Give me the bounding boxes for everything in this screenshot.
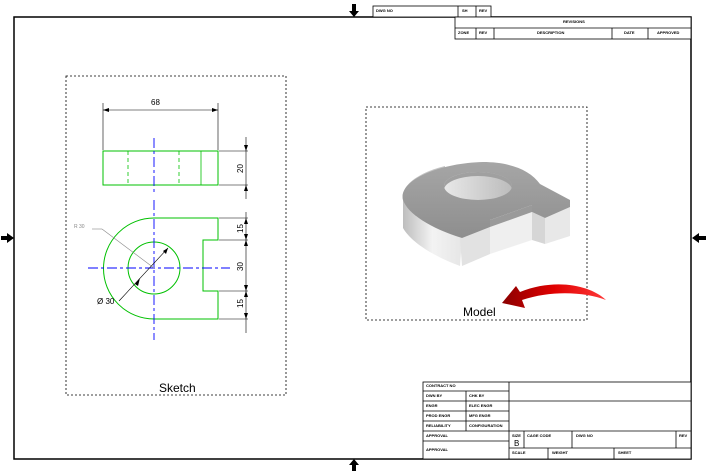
- tb-weight: WEIGHT: [552, 450, 568, 455]
- revisions-col-rev: REV: [479, 30, 488, 35]
- tb-mfg-engr: MFG ENGR: [469, 413, 491, 418]
- tb-contract-no: CONTRACT NO: [426, 383, 456, 388]
- tb-size-value: B: [514, 439, 520, 448]
- title-block: [422, 381, 692, 460]
- model-view-frame: [365, 106, 588, 321]
- tb-sheet: SHEET: [618, 450, 632, 455]
- top-center-arrow-icon: [349, 4, 359, 17]
- header-rev-label: REV: [479, 8, 488, 13]
- dim-30-text: 30: [235, 262, 245, 271]
- header-dwg-no-label: DWG NO: [376, 8, 393, 13]
- dimension-stack-right: [219, 212, 248, 333]
- sketch-view-frame: [65, 75, 287, 396]
- revisions-col-zone: ZONE: [458, 30, 470, 35]
- revisions-col-date: DATE: [624, 30, 635, 35]
- header-sh-label: SH: [462, 8, 468, 13]
- bottom-center-arrow-icon: [349, 459, 359, 471]
- tb-engr: ENGR: [426, 403, 438, 408]
- model-3d-part: [402, 162, 570, 266]
- header-block: [372, 5, 492, 18]
- right-center-arrow-icon: [692, 233, 706, 243]
- sketch-top-view: [102, 138, 219, 195]
- tb-chk-by: CHK BY: [469, 393, 485, 398]
- left-center-arrow-icon: [1, 233, 14, 243]
- dim-68-text: 68: [151, 98, 160, 107]
- tb-prod-engr: PROD ENGR: [426, 413, 451, 418]
- sketch-front-view: [88, 200, 230, 340]
- sketch-label: Sketch: [159, 381, 196, 395]
- revisions-table: [454, 16, 692, 40]
- tb-configuration: CONFIGURATION: [469, 423, 503, 428]
- tb-rev: REV: [679, 433, 688, 438]
- revisions-title: REVISIONS: [563, 19, 585, 24]
- tb-reliability: RELIABILITY: [426, 423, 451, 428]
- dim-15-upper-text: 15: [235, 224, 245, 233]
- radius-leader: [92, 228, 155, 269]
- model-label: Model: [463, 305, 496, 319]
- red-arrow-icon: [502, 284, 606, 308]
- tb-approval-2: APPROVAL: [426, 447, 448, 452]
- revisions-col-description: DESCRIPTION: [537, 30, 565, 35]
- tb-elec-engr: ELEC ENGR: [469, 403, 493, 408]
- radius-text: R 30: [74, 224, 85, 230]
- tb-scale: SCALE: [512, 450, 526, 455]
- tb-dwg-no: DWG NO: [576, 433, 593, 438]
- dimension-20: [219, 137, 248, 199]
- dim-15-lower-text: 15: [235, 299, 245, 308]
- revisions-col-approved: APPROVED: [657, 30, 680, 35]
- tb-approval-1: APPROVAL: [426, 433, 448, 438]
- dimension-68: [102, 103, 219, 150]
- diameter-leader: [118, 247, 169, 302]
- tb-cage-code: CAGE CODE: [527, 433, 552, 438]
- diameter-text: Ø 30: [97, 297, 115, 306]
- tb-dwn-by: DWN BY: [426, 393, 443, 398]
- dim-20-text: 20: [235, 164, 245, 173]
- tb-size-label: SIZE: [512, 433, 521, 438]
